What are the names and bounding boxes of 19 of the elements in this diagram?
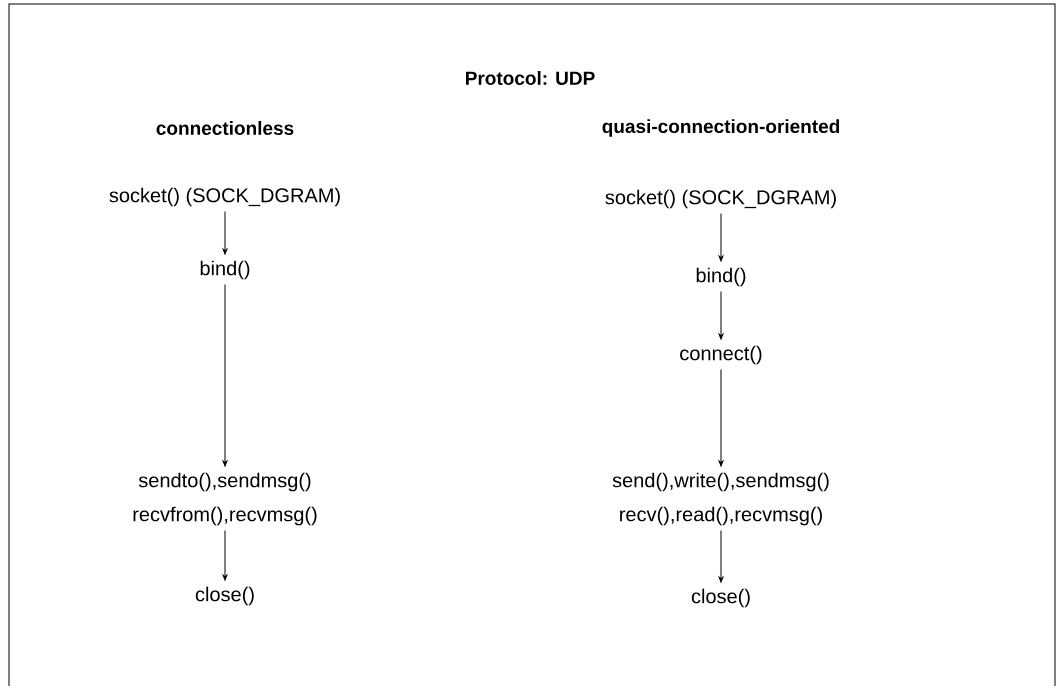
- arrow: [222, 530, 228, 581]
- arrow: [718, 530, 724, 583]
- arrow: [718, 291, 724, 340]
- function-label: sendto(),sendmsg() recvfrom(),recvmsg(): [133, 472, 317, 526]
- column-heading: connectionless: [156, 121, 294, 135]
- arrow: [718, 369, 724, 467]
- function-label: send(),write(),sendmsg() recv(),read(),recvmsg(): [612, 472, 829, 526]
- function-label: socket() (SOCK_DGRAM): [605, 189, 836, 209]
- function-label: close(): [195, 586, 254, 606]
- arrow: [222, 211, 228, 255]
- title: Protocol: UDP: [466, 71, 595, 85]
- function-label: bind(): [200, 260, 250, 280]
- function-label: close(): [691, 588, 750, 608]
- arrow: [222, 284, 228, 467]
- arrow: [718, 213, 724, 262]
- column-heading: quasi-connection-oriented: [602, 119, 840, 137]
- function-label: socket() (SOCK_DGRAM): [109, 187, 340, 207]
- function-label: connect(): [680, 345, 762, 365]
- function-label: bind(): [696, 267, 746, 287]
